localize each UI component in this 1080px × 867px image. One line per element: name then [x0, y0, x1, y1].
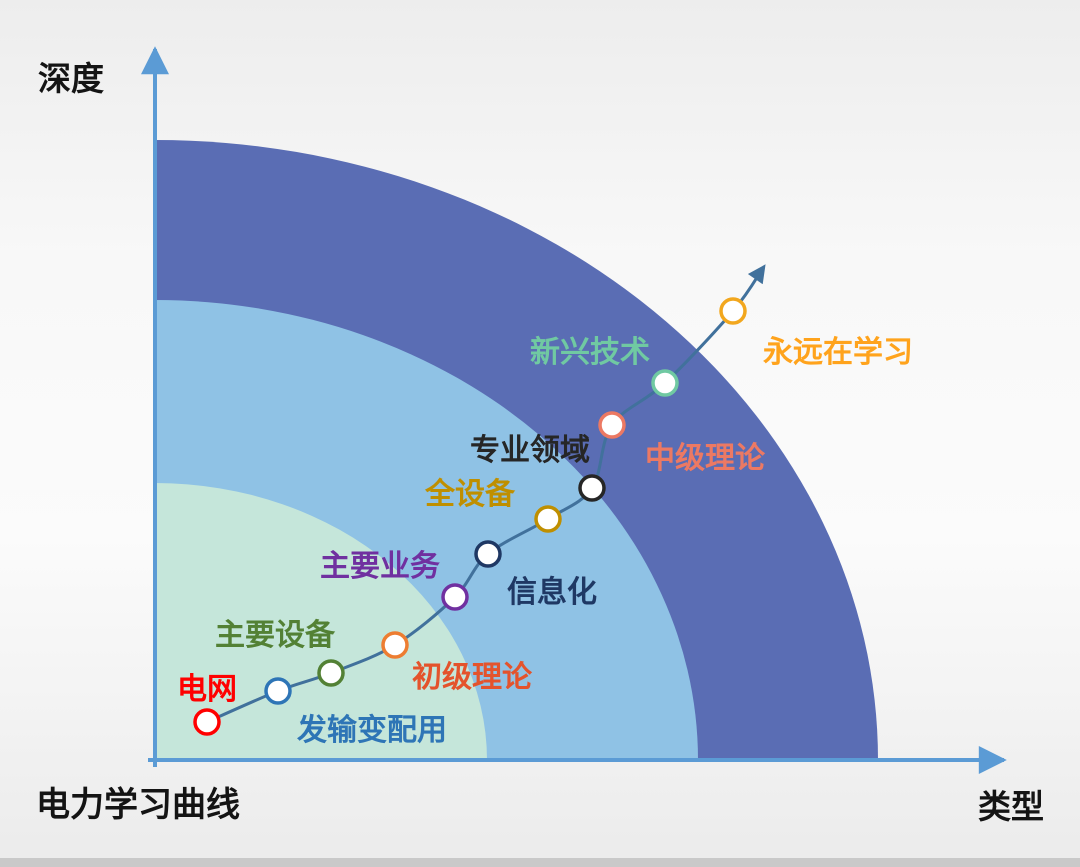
curve-point-2 — [317, 659, 345, 687]
curve-point-6 — [534, 505, 562, 533]
point-label-6: 全设备 — [424, 477, 516, 512]
curve-point-5 — [474, 540, 502, 568]
bottom-strip — [0, 858, 1080, 867]
point-label-8: 中级理论 — [645, 441, 766, 476]
y-axis-label: 深度 — [38, 59, 104, 98]
point-label-3: 初级理论 — [412, 660, 533, 695]
point-label-4: 主要业务 — [320, 549, 440, 584]
point-label-9: 新兴技术 — [530, 335, 650, 370]
curve-point-4 — [441, 583, 469, 611]
band-inner — [155, 483, 487, 760]
chart-title: 电力学习曲线 — [36, 785, 240, 825]
concentric-bands — [155, 140, 878, 760]
point-label-7: 专业领域 — [470, 433, 590, 468]
point-label-0: 电网 — [177, 672, 237, 707]
curve-point-9 — [651, 369, 679, 397]
point-label-5: 信息化 — [507, 575, 597, 610]
curve-point-10 — [719, 297, 747, 325]
x-axis-label: 类型 — [978, 787, 1044, 826]
point-label-10: 永远在学习 — [763, 335, 913, 370]
curve-point-7 — [578, 474, 606, 502]
point-label-1: 发输变配用 — [296, 713, 447, 748]
curve-point-0 — [193, 708, 221, 736]
curve-point-3 — [381, 631, 409, 659]
curve-point-1 — [264, 677, 292, 705]
axes — [141, 46, 1007, 774]
point-label-2: 主要设备 — [215, 618, 336, 653]
curve-point-8 — [598, 411, 626, 439]
